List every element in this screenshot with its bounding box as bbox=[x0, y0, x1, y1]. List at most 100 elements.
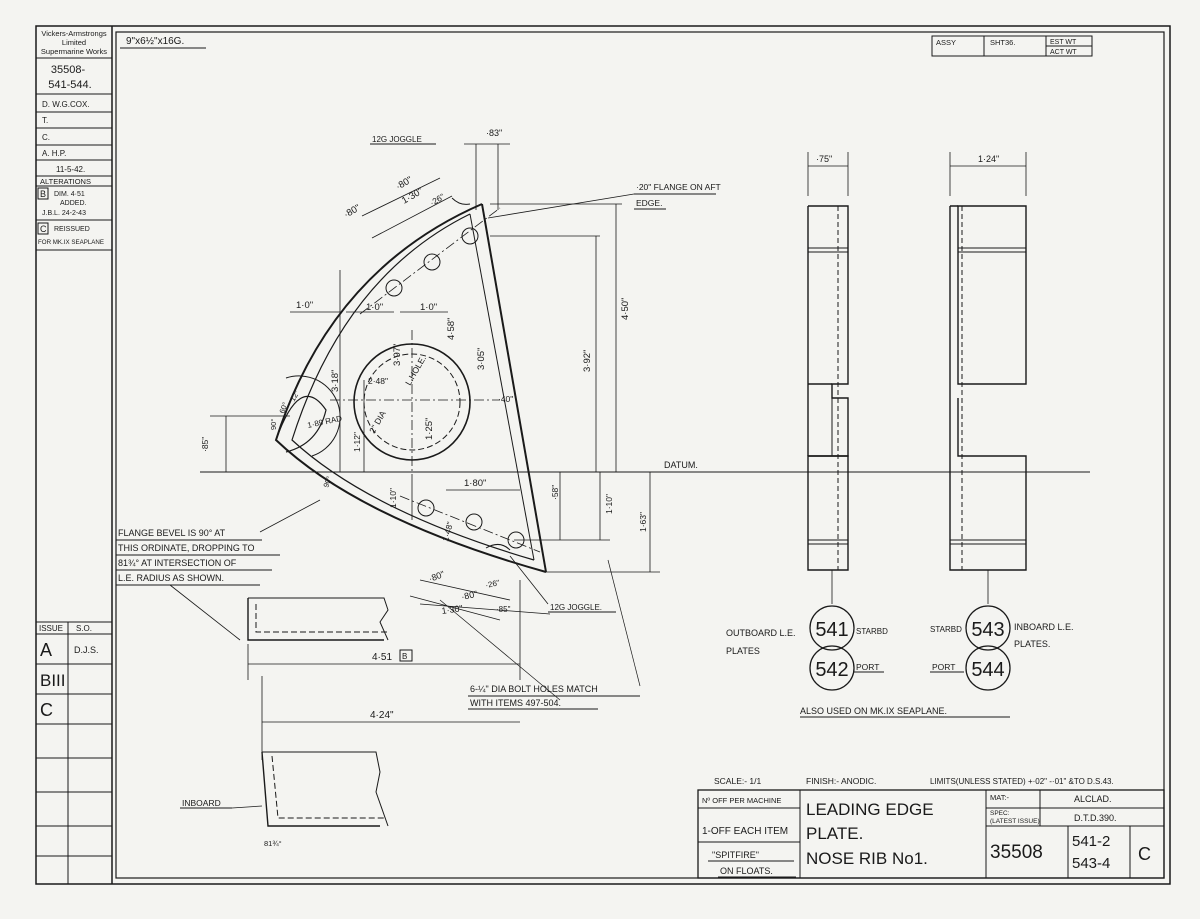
dim-085: ·85" bbox=[200, 437, 210, 452]
flange-aft-line-1: ·20" FLANGE ON AFT bbox=[636, 182, 721, 192]
bevel-note-line-4: L.E. RADIUS AS SHOWN. bbox=[118, 573, 224, 583]
est-weight-label: EST WT bbox=[1050, 39, 1077, 46]
alterations-label: ALTERATIONS bbox=[40, 177, 91, 186]
part-544: 544 bbox=[971, 659, 1004, 681]
alteration-c-line-1: REISSUED bbox=[54, 226, 90, 233]
off-each-item: 1-OFF EACH ITEM bbox=[702, 826, 788, 837]
company-line-2: Limited bbox=[62, 38, 86, 47]
issue-c: C bbox=[40, 700, 53, 720]
inboard-label: INBOARD bbox=[182, 798, 221, 808]
dim-10-a: 1·0" bbox=[296, 300, 313, 311]
port-label-left: PORT bbox=[856, 662, 879, 672]
assy-label: ASSY bbox=[936, 38, 956, 47]
bolt-note-line-2: WITH ITEMS 497-504. bbox=[470, 698, 561, 708]
dim-392: 3·92" bbox=[582, 350, 593, 372]
drawing-ref-line-1: 35508- bbox=[51, 64, 86, 76]
drawing-number: 35508 bbox=[990, 842, 1043, 863]
dim-450: 4·50" bbox=[620, 298, 631, 320]
dim-305: 3·05" bbox=[476, 348, 487, 370]
dim-451: 4·51 bbox=[372, 652, 392, 663]
angle-60: 60° bbox=[277, 401, 289, 415]
starbd-label-left: STARBD bbox=[856, 627, 888, 636]
alteration-b-line-1: DIM. 4·51 bbox=[54, 191, 85, 198]
dim-318: 3·18" bbox=[330, 370, 341, 392]
bevel-note-line-2: THIS ORDINATE, DROPPING TO bbox=[118, 543, 255, 553]
dim-125: 1·25" bbox=[424, 418, 435, 440]
angle-90-b: 90° bbox=[321, 475, 333, 489]
so-header: S.O. bbox=[76, 624, 92, 633]
traced-by: T. bbox=[42, 116, 48, 125]
port-label-right: PORT bbox=[932, 662, 955, 672]
issue-header: ISSUE bbox=[39, 624, 63, 633]
finish: FINISH:- ANODIC. bbox=[806, 776, 876, 786]
dim-248: 2·48" bbox=[368, 376, 388, 386]
approved-by: A. H.P. bbox=[42, 149, 66, 158]
bolt-note-line-1: 6-¼" DIA BOLT HOLES MATCH bbox=[470, 684, 598, 694]
issue-a-so: D.J.S. bbox=[74, 645, 99, 655]
dim-058: ·58" bbox=[550, 485, 560, 500]
joggle-top-label: 12G JOGGLE bbox=[372, 135, 422, 144]
top-right-block: ASSY SHT36. EST WT ACT WT bbox=[931, 35, 1093, 57]
sheet-label: SHT36. bbox=[990, 38, 1015, 47]
dim-112: 1·12" bbox=[352, 432, 362, 452]
side-view-outboard: ·75" bbox=[807, 152, 849, 604]
dim-180: 1·80" bbox=[464, 478, 486, 489]
bolt-hole-note: 6-¼" DIA BOLT HOLES MATCH WITH ITEMS 497… bbox=[468, 559, 641, 710]
drawing-date: 11-5-42. bbox=[56, 165, 85, 174]
part-543: 543 bbox=[971, 619, 1004, 641]
part-542: 542 bbox=[815, 659, 848, 681]
dim-top-080a: ·80" bbox=[342, 203, 362, 221]
item-numbers-1: 541-2 bbox=[1072, 833, 1110, 850]
material-label: MAT:- bbox=[990, 793, 1010, 802]
company-line-1: Vickers-Armstrongs bbox=[41, 29, 107, 38]
issue-letter: C bbox=[1138, 844, 1151, 864]
inboard-label-line-2: PLATES. bbox=[1014, 639, 1050, 649]
dim-top-026: ·26" bbox=[428, 191, 446, 207]
spec-label-line-2: (LATEST ISSUE) bbox=[990, 818, 1040, 825]
dim-bottom-080b: ·80" bbox=[460, 589, 478, 602]
flange-bevel-note: FLANGE BEVEL IS 90° AT THIS ORDINATE, DR… bbox=[116, 499, 321, 641]
issue-a: A bbox=[40, 640, 52, 660]
rib-label-group: 12G JOGGLE ·83" ·20" FLANGE ON AFT EDGE.… bbox=[200, 128, 721, 616]
flange-aft-line-2: EDGE. bbox=[636, 198, 662, 208]
company-line-3: Supermarine Works bbox=[41, 47, 107, 56]
dim-124: 1·24" bbox=[978, 154, 999, 164]
dim-bottom-130: 1·30" bbox=[441, 603, 463, 616]
rib-profile bbox=[274, 197, 547, 573]
rib-dimensions bbox=[210, 143, 660, 621]
no-off-label: Nº OFF PER MACHINE bbox=[702, 796, 781, 805]
alteration-c-line-2: FOR MK.IX SEAPLANE bbox=[38, 239, 104, 246]
drawing-ref-line-2: 541-544. bbox=[48, 79, 91, 91]
part-543-circle bbox=[965, 605, 1011, 651]
datum-label: DATUM. bbox=[664, 460, 698, 470]
alteration-b-line-3: J.B.L. 24-2-43 bbox=[42, 210, 86, 217]
spec-label-line-1: SPEC: bbox=[990, 810, 1010, 817]
title-line-3: NOSE RIB No1. bbox=[806, 849, 928, 868]
outboard-label-line-1: OUTBOARD L.E. bbox=[726, 628, 796, 638]
dim-110-b: 1·10" bbox=[604, 494, 614, 514]
bevel-note-line-3: 81¾° AT INTERSECTION OF bbox=[118, 558, 237, 568]
dim-148: 1·48" bbox=[440, 521, 455, 543]
dim-451-tag: B bbox=[402, 652, 407, 661]
lightening-hole-label: L.HOLE. bbox=[403, 354, 428, 387]
side-view-inboard: 1·24" bbox=[949, 152, 1027, 604]
checked-by: C. bbox=[42, 133, 50, 142]
on-floats-label: ON FLOATS. bbox=[720, 866, 773, 876]
hole-diameter-label: 2" DIA bbox=[367, 409, 388, 435]
scale: SCALE:- 1/1 bbox=[714, 776, 762, 786]
sheet-border bbox=[35, 25, 1171, 885]
limits: LIMITS(UNLESS STATED) +·02" -·01" &TO D.… bbox=[930, 777, 1114, 786]
material: ALCLAD. bbox=[1074, 794, 1112, 804]
dim-075: ·75" bbox=[816, 154, 832, 164]
dim-424: 4·24" bbox=[370, 710, 394, 721]
title-line-1: LEADING EDGE bbox=[806, 800, 934, 819]
also-used-note: ALSO USED ON MK.IX SEAPLANE. bbox=[800, 706, 947, 716]
dim-10-b: 1·0" bbox=[366, 302, 383, 313]
part-541-circle bbox=[809, 605, 855, 651]
dim-110-a: 1·10" bbox=[388, 488, 398, 508]
drawn-by: D. W.G.COX. bbox=[42, 100, 90, 109]
dim-10-c: 1·0" bbox=[420, 302, 437, 313]
act-weight-label: ACT WT bbox=[1050, 49, 1077, 56]
sheet-size-note: 9"x6½"x16G. bbox=[126, 36, 184, 47]
